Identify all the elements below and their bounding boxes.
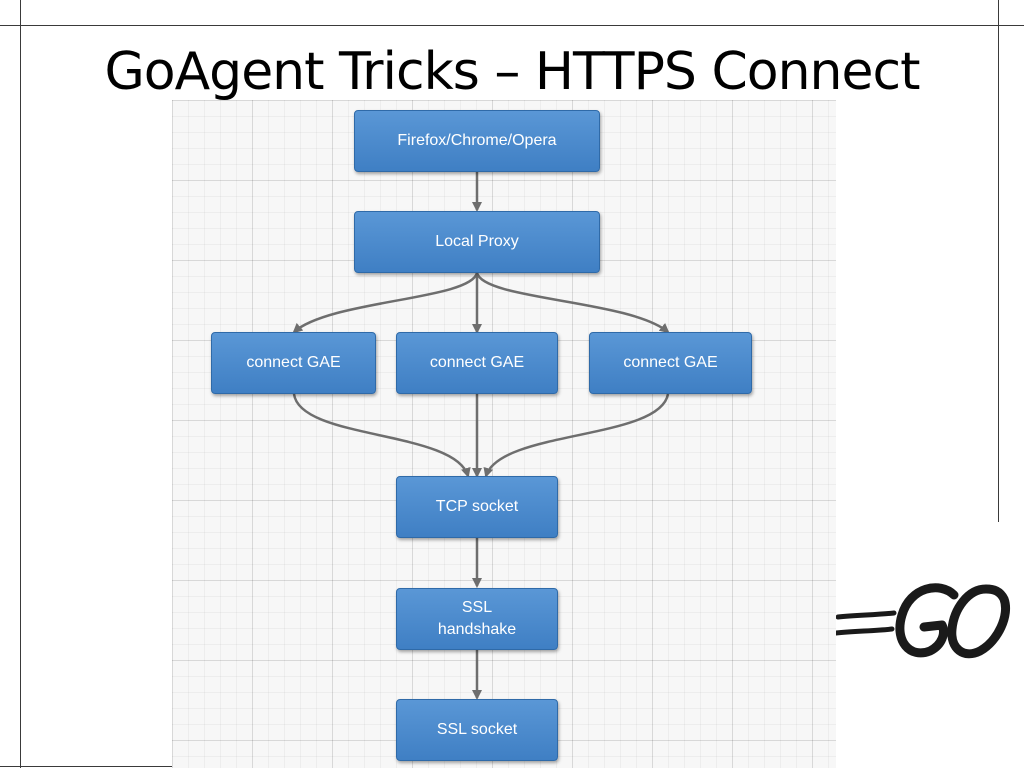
node-connect-gae-1: connect GAE xyxy=(211,332,376,394)
node-local-proxy: Local Proxy xyxy=(354,211,600,273)
node-tcp-socket: TCP socket xyxy=(396,476,558,538)
frame-right-tick xyxy=(998,25,1024,26)
edge-local-proxy-to-gae-3 xyxy=(475,272,670,334)
edge-gae-1-to-tcp-socket xyxy=(292,393,471,478)
node-ssl-socket: SSL socket xyxy=(396,699,558,761)
go-logo-icon xyxy=(836,583,1010,659)
edge-group xyxy=(292,172,670,700)
slide-title: GoAgent Tricks – HTTPS Connect xyxy=(104,42,921,102)
frame-left-line xyxy=(20,0,21,768)
node-ssl-handshake: SSL handshake xyxy=(396,588,558,650)
edge-local-proxy-to-gae-1 xyxy=(292,272,479,334)
node-connect-gae-3: connect GAE xyxy=(589,332,752,394)
node-connect-gae-2: connect GAE xyxy=(396,332,558,394)
frame-right-line xyxy=(998,0,999,522)
node-browser: Firefox/Chrome/Opera xyxy=(354,110,600,172)
edge-gae-3-to-tcp-socket xyxy=(483,393,670,478)
frame-left-tick xyxy=(0,25,20,26)
frame-top-line xyxy=(0,25,1024,26)
frame-bottom-line xyxy=(0,766,172,767)
